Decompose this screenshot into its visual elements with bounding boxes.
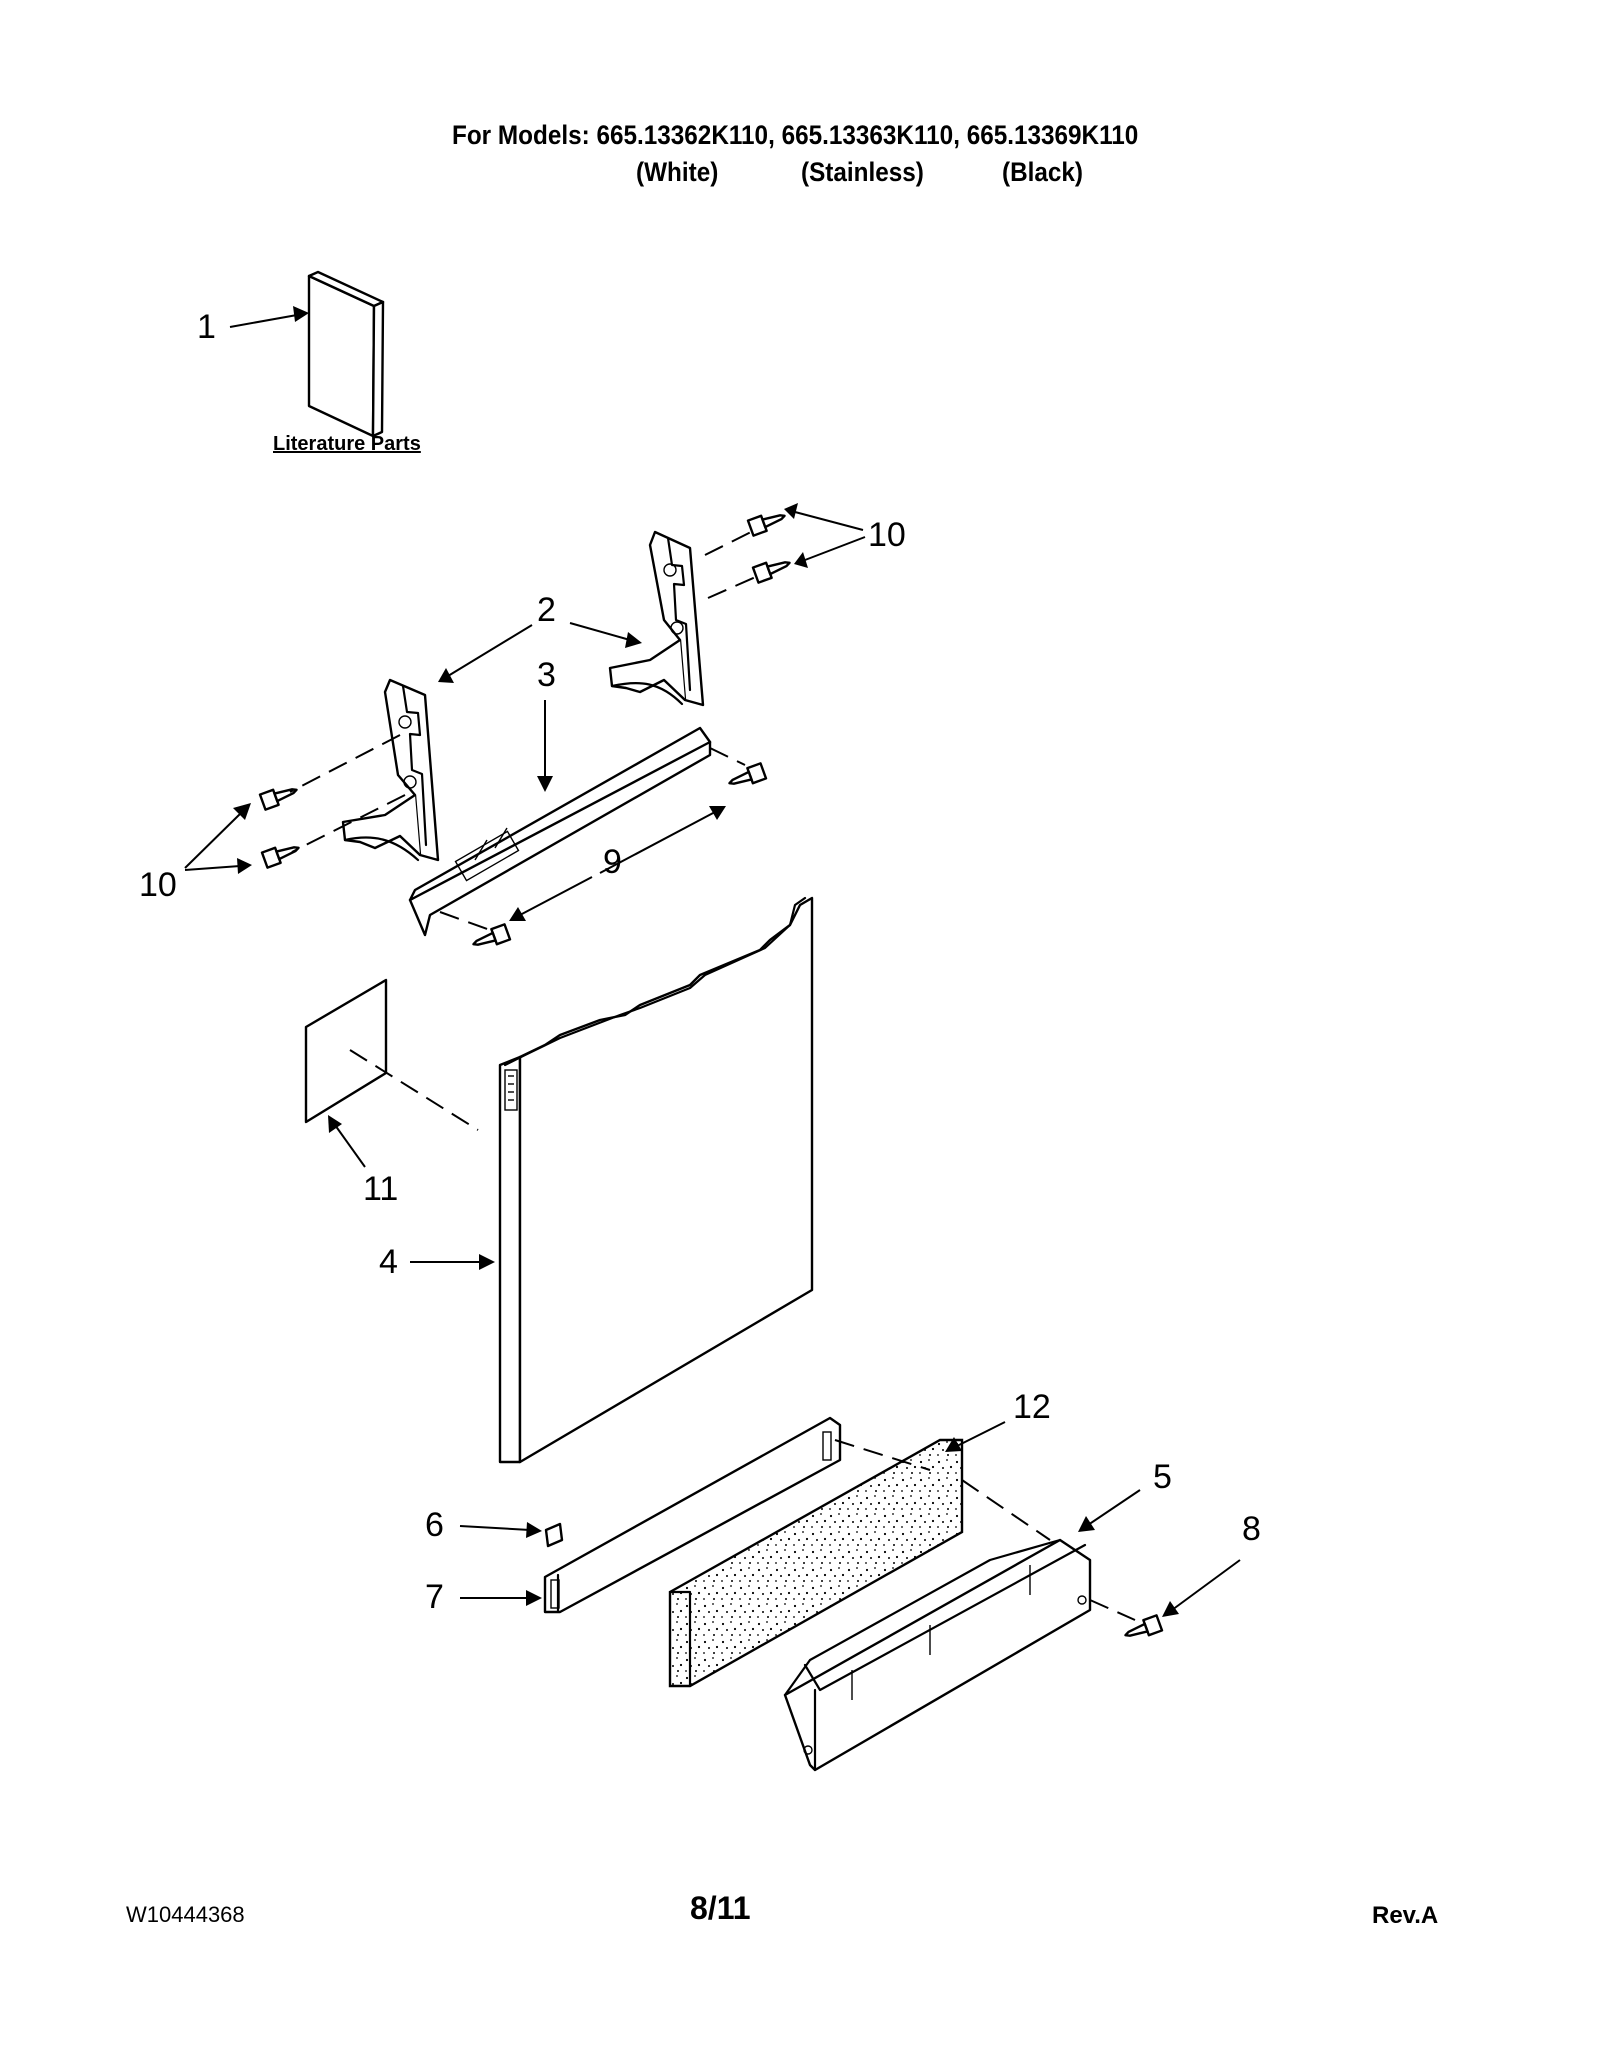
rating-label [304, 978, 388, 1124]
leader-lines [184, 306, 1241, 1617]
variant-black: (Black) [1002, 157, 1084, 187]
callout-3: 3 [537, 656, 556, 694]
callout-7: 7 [425, 1578, 444, 1616]
callout-2: 2 [537, 591, 556, 629]
spring-clip [544, 1522, 564, 1548]
lower-trim-channel [543, 1416, 842, 1614]
callout-9: 9 [603, 843, 622, 881]
callout-4: 4 [379, 1243, 398, 1281]
callout-5: 5 [1153, 1458, 1172, 1496]
literature-parts-label: Literature Parts [273, 433, 421, 455]
callout-6: 6 [425, 1506, 444, 1544]
callout-10-top: 10 [868, 516, 906, 554]
screw-10-top-a [746, 514, 786, 537]
screw-10-left-b [260, 846, 300, 869]
page-number: 8/11 [690, 1890, 751, 1926]
variant-white: (White) [636, 157, 719, 187]
variant-stainless: (Stainless) [801, 157, 924, 187]
callout-1: 1 [197, 308, 216, 346]
outer-door-panel [498, 896, 814, 1464]
revision: Rev.A [1372, 1902, 1439, 1929]
screw-8 [1124, 1614, 1164, 1637]
screw-10-top-b [751, 561, 791, 584]
literature-booklet [307, 270, 385, 438]
callout-12: 12 [1013, 1388, 1051, 1426]
callout-10-left: 10 [139, 866, 177, 904]
callout-11: 11 [363, 1170, 399, 1208]
insulation-pad [668, 1438, 964, 1688]
hinge-bracket-left [341, 678, 440, 862]
document-number: W10444368 [126, 1902, 245, 1927]
toe-kick-panel [783, 1538, 1092, 1772]
callout-8: 8 [1242, 1510, 1261, 1548]
models-header: For Models: 665.13362K110, 665.13363K110… [452, 120, 1139, 150]
screw-10-left-a [258, 788, 298, 811]
screw-9-upper [728, 762, 768, 785]
door-top-trim [408, 726, 712, 937]
hinge-bracket-right [608, 530, 705, 707]
screw-9-lower [472, 923, 512, 946]
